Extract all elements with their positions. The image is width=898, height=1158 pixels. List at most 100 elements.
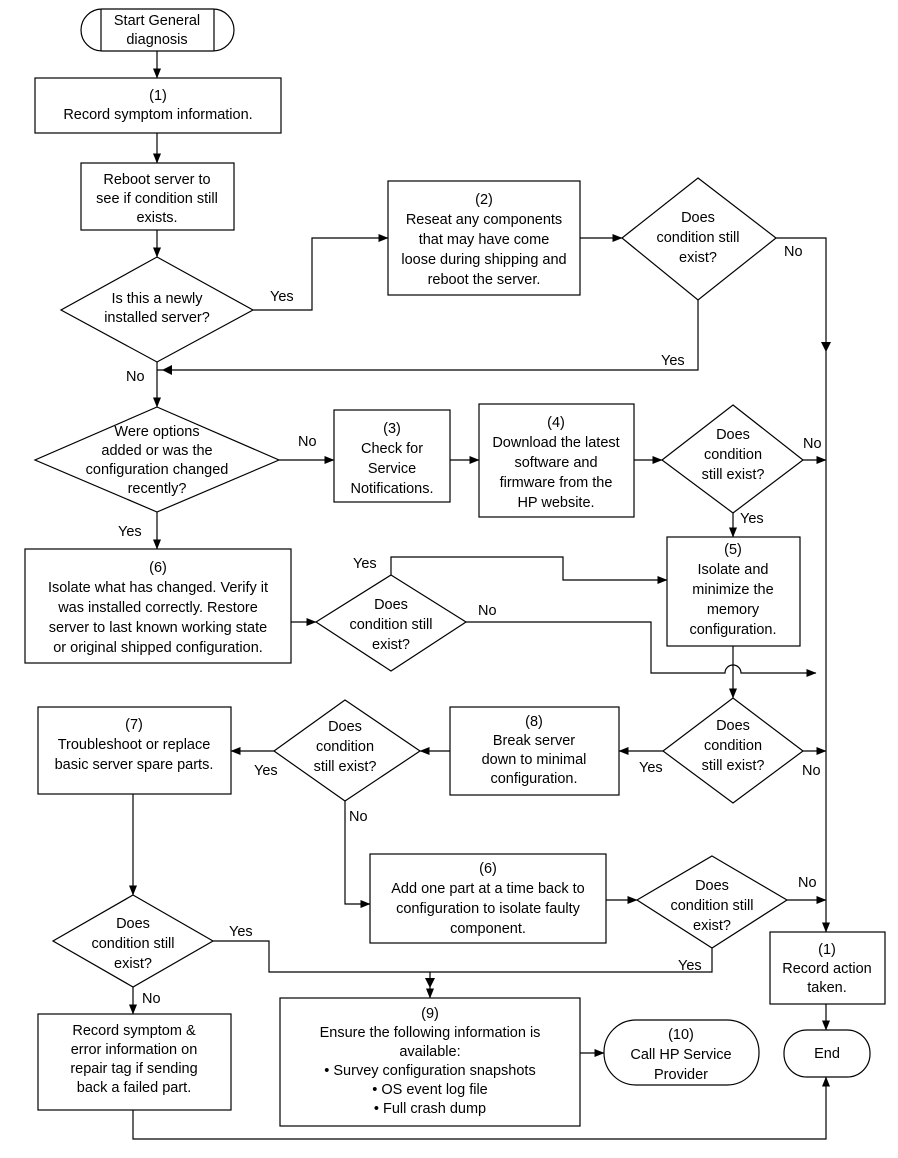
text-line: Is this a newly <box>111 291 203 307</box>
text-line: condition <box>704 738 762 754</box>
label-no-after-7: No <box>142 991 161 1007</box>
spine-arrowheads <box>162 342 831 988</box>
text-line: still exist? <box>702 758 765 774</box>
label-no-after-5: No <box>802 763 821 779</box>
text-line: Start General <box>114 13 200 29</box>
text-line: memory <box>707 602 760 618</box>
text-line: • OS event log file <box>372 1082 488 1098</box>
text-line: HP website. <box>517 495 594 511</box>
label-yes-after-5: Yes <box>639 760 663 776</box>
edge-labels: Yes No Yes No No No Yes Yes Yes No Yes Y… <box>118 244 822 1007</box>
label-no-options: No <box>298 434 317 450</box>
text-line: recently? <box>128 481 187 497</box>
node-start: Start General diagnosis <box>80 8 235 52</box>
text-line: Check for <box>361 441 423 457</box>
text-line: (9) <box>421 1006 439 1022</box>
text-line: configuration changed <box>86 462 229 478</box>
label-yes-after-2: Yes <box>661 353 685 369</box>
text-line: • Full crash dump <box>374 1101 486 1117</box>
text-line: configuration to isolate faulty <box>396 901 581 917</box>
bullet-icon: • <box>374 1101 383 1117</box>
text-line: (1) <box>149 88 167 104</box>
node-end-text: End <box>814 1046 840 1062</box>
node-6b-add-part: (6) Add one part at a time back to configu… <box>369 853 607 944</box>
text-line: (7) <box>125 717 143 733</box>
spine-arrow-upper <box>821 342 831 352</box>
decision-after-6-text: Does condition still exist? <box>349 597 432 653</box>
text-line: (1) <box>818 942 836 958</box>
label-yes-options: Yes <box>118 524 142 540</box>
text-line: Reseat any components <box>406 212 562 228</box>
text-line: or original shipped configuration. <box>53 640 263 656</box>
text-line: Add one part at a time back to <box>391 881 584 897</box>
label-yes-newly: Yes <box>270 289 294 305</box>
text-line: back a failed part. <box>77 1080 191 1096</box>
text-line: exist? <box>114 956 152 972</box>
edge-does7-yes-to-9 <box>213 940 713 973</box>
text-line: error information on <box>71 1042 198 1058</box>
text-line: Download the latest <box>492 435 619 451</box>
text-line: (10) <box>668 1027 694 1043</box>
text-line: condition still <box>670 898 753 914</box>
text-line: server to last known working state <box>49 620 267 636</box>
bullet-icon: • <box>372 1082 381 1098</box>
text-line: see if condition still <box>96 191 218 207</box>
text-line: Isolate and <box>698 562 769 578</box>
text-line: software and <box>514 455 597 471</box>
label-no-newly: No <box>126 369 145 385</box>
text-line: Isolate what has changed. Verify it <box>48 580 268 596</box>
text-line: still exist? <box>314 759 377 775</box>
yes-back-arrow <box>162 365 172 375</box>
label-no-after-2: No <box>784 244 803 260</box>
text-line: basic server spare parts. <box>55 757 214 773</box>
label-yes-after-4: Yes <box>740 511 764 527</box>
text-line: Record symptom information. <box>63 107 252 123</box>
text-line: Notifications. <box>350 481 433 497</box>
text-line: Does <box>374 597 408 613</box>
label-no-after-6: No <box>478 603 497 619</box>
text-line: Record action <box>782 961 871 977</box>
text-line: (4) <box>547 415 565 431</box>
text-line: (5) <box>724 542 742 558</box>
text-line: exist? <box>372 637 410 653</box>
connectors <box>129 51 830 1140</box>
text-line: condition still <box>349 617 432 633</box>
text-line: reboot the server. <box>428 272 541 288</box>
label-yes-after-6b: Yes <box>678 958 702 974</box>
label-yes-after-7: Yes <box>229 924 253 940</box>
text-line: Provider <box>654 1067 708 1083</box>
text-line: Does <box>681 210 715 226</box>
text-line: Break server <box>493 733 575 749</box>
text-line: (6) <box>479 861 497 877</box>
text-line: condition <box>316 739 374 755</box>
text-line: configuration. <box>490 771 577 787</box>
decision-newly-installed: Is this a newly installed server? <box>59 256 255 363</box>
text-line: installed server? <box>104 310 210 326</box>
node-end: End <box>783 1029 871 1078</box>
node-1-record-symptom: (1) Record symptom information. <box>34 77 282 134</box>
text-line: exist? <box>693 918 731 934</box>
text-line: Reboot server to <box>103 172 210 188</box>
text-line: diagnosis <box>126 32 187 48</box>
edge-does6-yes-to-5 <box>390 556 668 584</box>
text-line: still exist? <box>702 467 765 483</box>
